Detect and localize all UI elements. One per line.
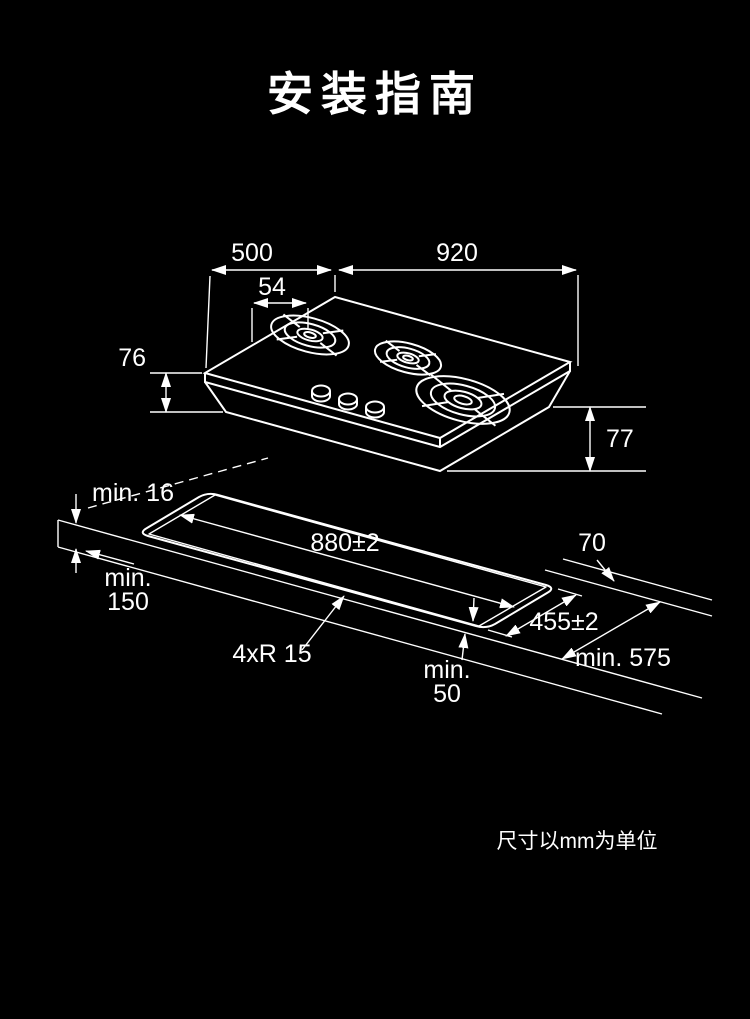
dim-label-500: 500 [231,239,273,267]
dim-arrow-min150 [85,549,135,565]
knob-icon [338,392,358,406]
burner-middle [373,339,443,377]
dim-label-76: 76 [118,344,146,372]
burner-ring-icon [270,314,350,356]
dim-label-920: 920 [436,239,478,267]
dim-label-corner-radius: 4xR 15 [232,640,311,668]
dim-label-min575: min. 575 [575,644,671,672]
burner-ring-icon [396,351,420,365]
burner-cap-icon [402,354,414,362]
cutout-outline [141,492,553,629]
knob-body [338,399,358,411]
dim-label-77: 77 [606,425,634,453]
dim-label-min150-value: 150 [107,588,149,616]
knob-icon [365,400,385,414]
ext-lines-77 [447,406,646,472]
unit-note: 尺寸以mm为单位 [497,830,658,853]
hob-isometric [202,295,573,473]
ext-lines-500 [205,275,336,369]
dim-arrow-min50-bottom [458,633,469,661]
hob-dimensions: 500 54 920 76 77 [118,239,646,472]
leader-corner-radius [301,595,345,651]
pan-support-arms [379,339,437,377]
burner-ring-icon [385,346,431,370]
hob-base-tray [204,370,571,473]
ext-lines-54 [251,308,309,342]
knob-body [311,391,331,403]
worktop-front-edge [57,519,703,699]
burner-ring-icon [283,321,337,349]
hidden-edge-dashed-line [87,457,269,509]
worktop-dimensions: min. 16 880±2 70 455±2 4xR 15 min. 50 mi… [71,479,671,708]
burner-ring-icon [373,340,443,376]
hob-glass-top [202,295,573,440]
dim-line-min575 [561,601,661,660]
dim-label-min150-word: min. [104,564,151,592]
knob-icon [311,384,331,398]
hob-glass-edge [204,362,571,449]
dim-label-min50-word: min. [423,656,470,684]
dim-line-880 [179,513,515,609]
knob-body [365,407,385,419]
burner-cap-icon [303,331,317,339]
dim-label-min16: min. 16 [92,479,174,507]
burner-ring-icon [443,389,483,411]
worktop-back-edge [544,569,713,617]
burner-cap-icon [453,394,473,406]
dim-label-880: 880±2 [310,529,379,557]
pan-support-arms [421,373,505,427]
dim-label-70: 70 [578,529,606,557]
control-knobs [311,384,385,419]
burner-ring-icon [415,375,511,425]
pan-support-arms [276,313,344,357]
worktop-back-edge-inner [562,558,713,601]
burner-ring-icon [296,327,324,343]
dim-arrow-70 [596,559,615,582]
dim-label-54: 54 [258,273,286,301]
page-title: 安装指南 [267,68,483,120]
burner-ring-icon [429,382,497,418]
dim-label-455: 455±2 [529,608,598,636]
burner-right [415,373,511,427]
burner-left [270,313,350,357]
dim-label-min50-value: 50 [433,680,461,708]
dim-arrow-min50-top [468,597,479,622]
worktop-thickness-edge [57,520,663,715]
